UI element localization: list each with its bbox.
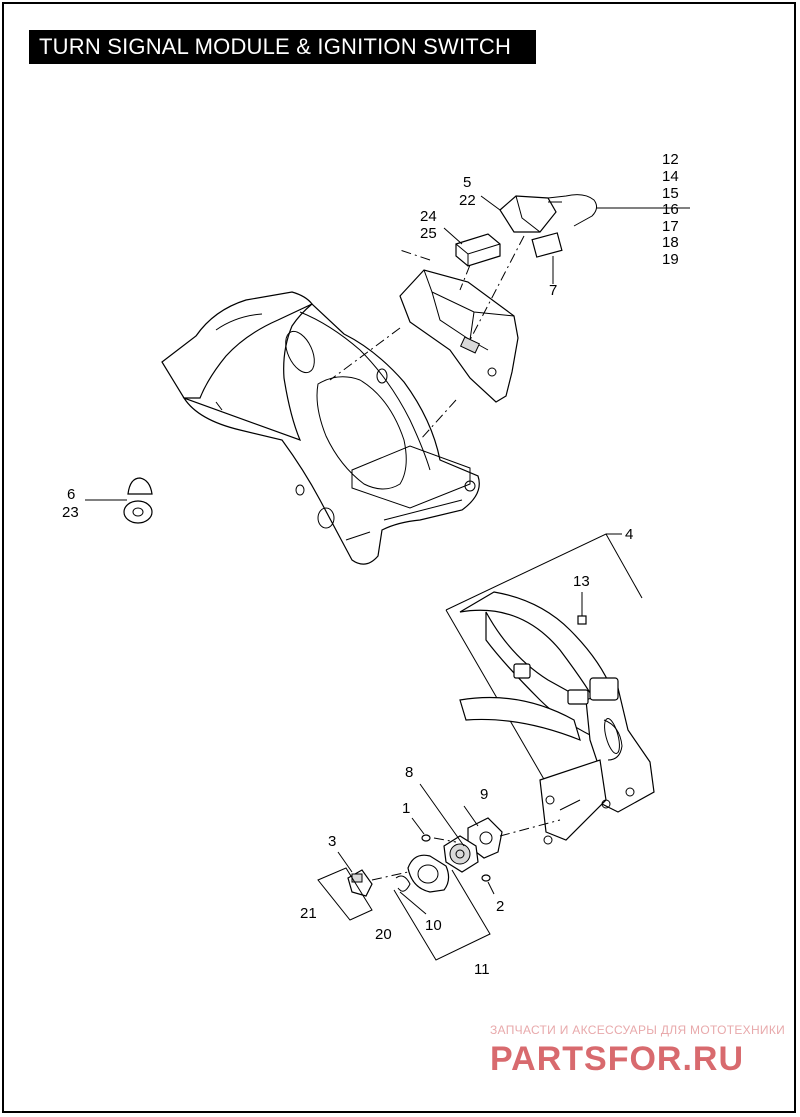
callout-21: 21 — [300, 905, 317, 922]
callout-5: 5 — [463, 174, 471, 191]
screw — [577, 592, 587, 625]
callout-13: 13 — [573, 573, 590, 590]
frame-outline — [445, 533, 655, 845]
callout-14: 14 — [662, 168, 679, 185]
callout-16: 16 — [662, 201, 679, 218]
callout-22: 22 — [459, 192, 476, 209]
ignition-switch — [443, 835, 479, 873]
callout-23: 23 — [62, 504, 79, 521]
callout-8: 8 — [405, 764, 413, 781]
turn-signal-module — [499, 194, 598, 258]
callout-12: 12 — [662, 151, 679, 168]
callout-24: 24 — [420, 208, 437, 225]
callout-18: 18 — [662, 234, 679, 251]
page-title: TURN SIGNAL MODULE & IGNITION SWITCH — [29, 30, 536, 64]
screws-small — [421, 834, 491, 882]
callout-1: 1 — [402, 800, 410, 817]
callout-6: 6 — [67, 486, 75, 503]
watermark-logo: PARTSFOR.RU — [490, 1040, 744, 1078]
callout-11: 11 — [474, 961, 490, 978]
callout-2: 2 — [496, 898, 504, 915]
rubber-plug — [123, 477, 153, 524]
callout-19: 19 — [662, 251, 679, 268]
callout-15: 15 — [662, 185, 679, 202]
callout-25: 25 — [420, 225, 437, 242]
callout-20: 20 — [375, 926, 392, 943]
callout-9: 9 — [480, 786, 488, 803]
module-bracket — [399, 269, 519, 403]
callout-17: 17 — [662, 218, 679, 235]
watermark-tagline: ЗАПЧАСТИ И АКСЕССУАРЫ ДЛЯ МОТОТЕХНИКИ — [490, 1023, 785, 1037]
callout-7: 7 — [549, 282, 557, 299]
clip — [395, 875, 411, 892]
switch-bezel — [407, 854, 450, 893]
key — [347, 869, 373, 897]
callout-4: 4 — [625, 526, 633, 543]
callout-10: 10 — [425, 917, 442, 934]
relay — [455, 233, 501, 267]
fairing-bracket — [161, 291, 480, 565]
callout-3: 3 — [328, 833, 336, 850]
